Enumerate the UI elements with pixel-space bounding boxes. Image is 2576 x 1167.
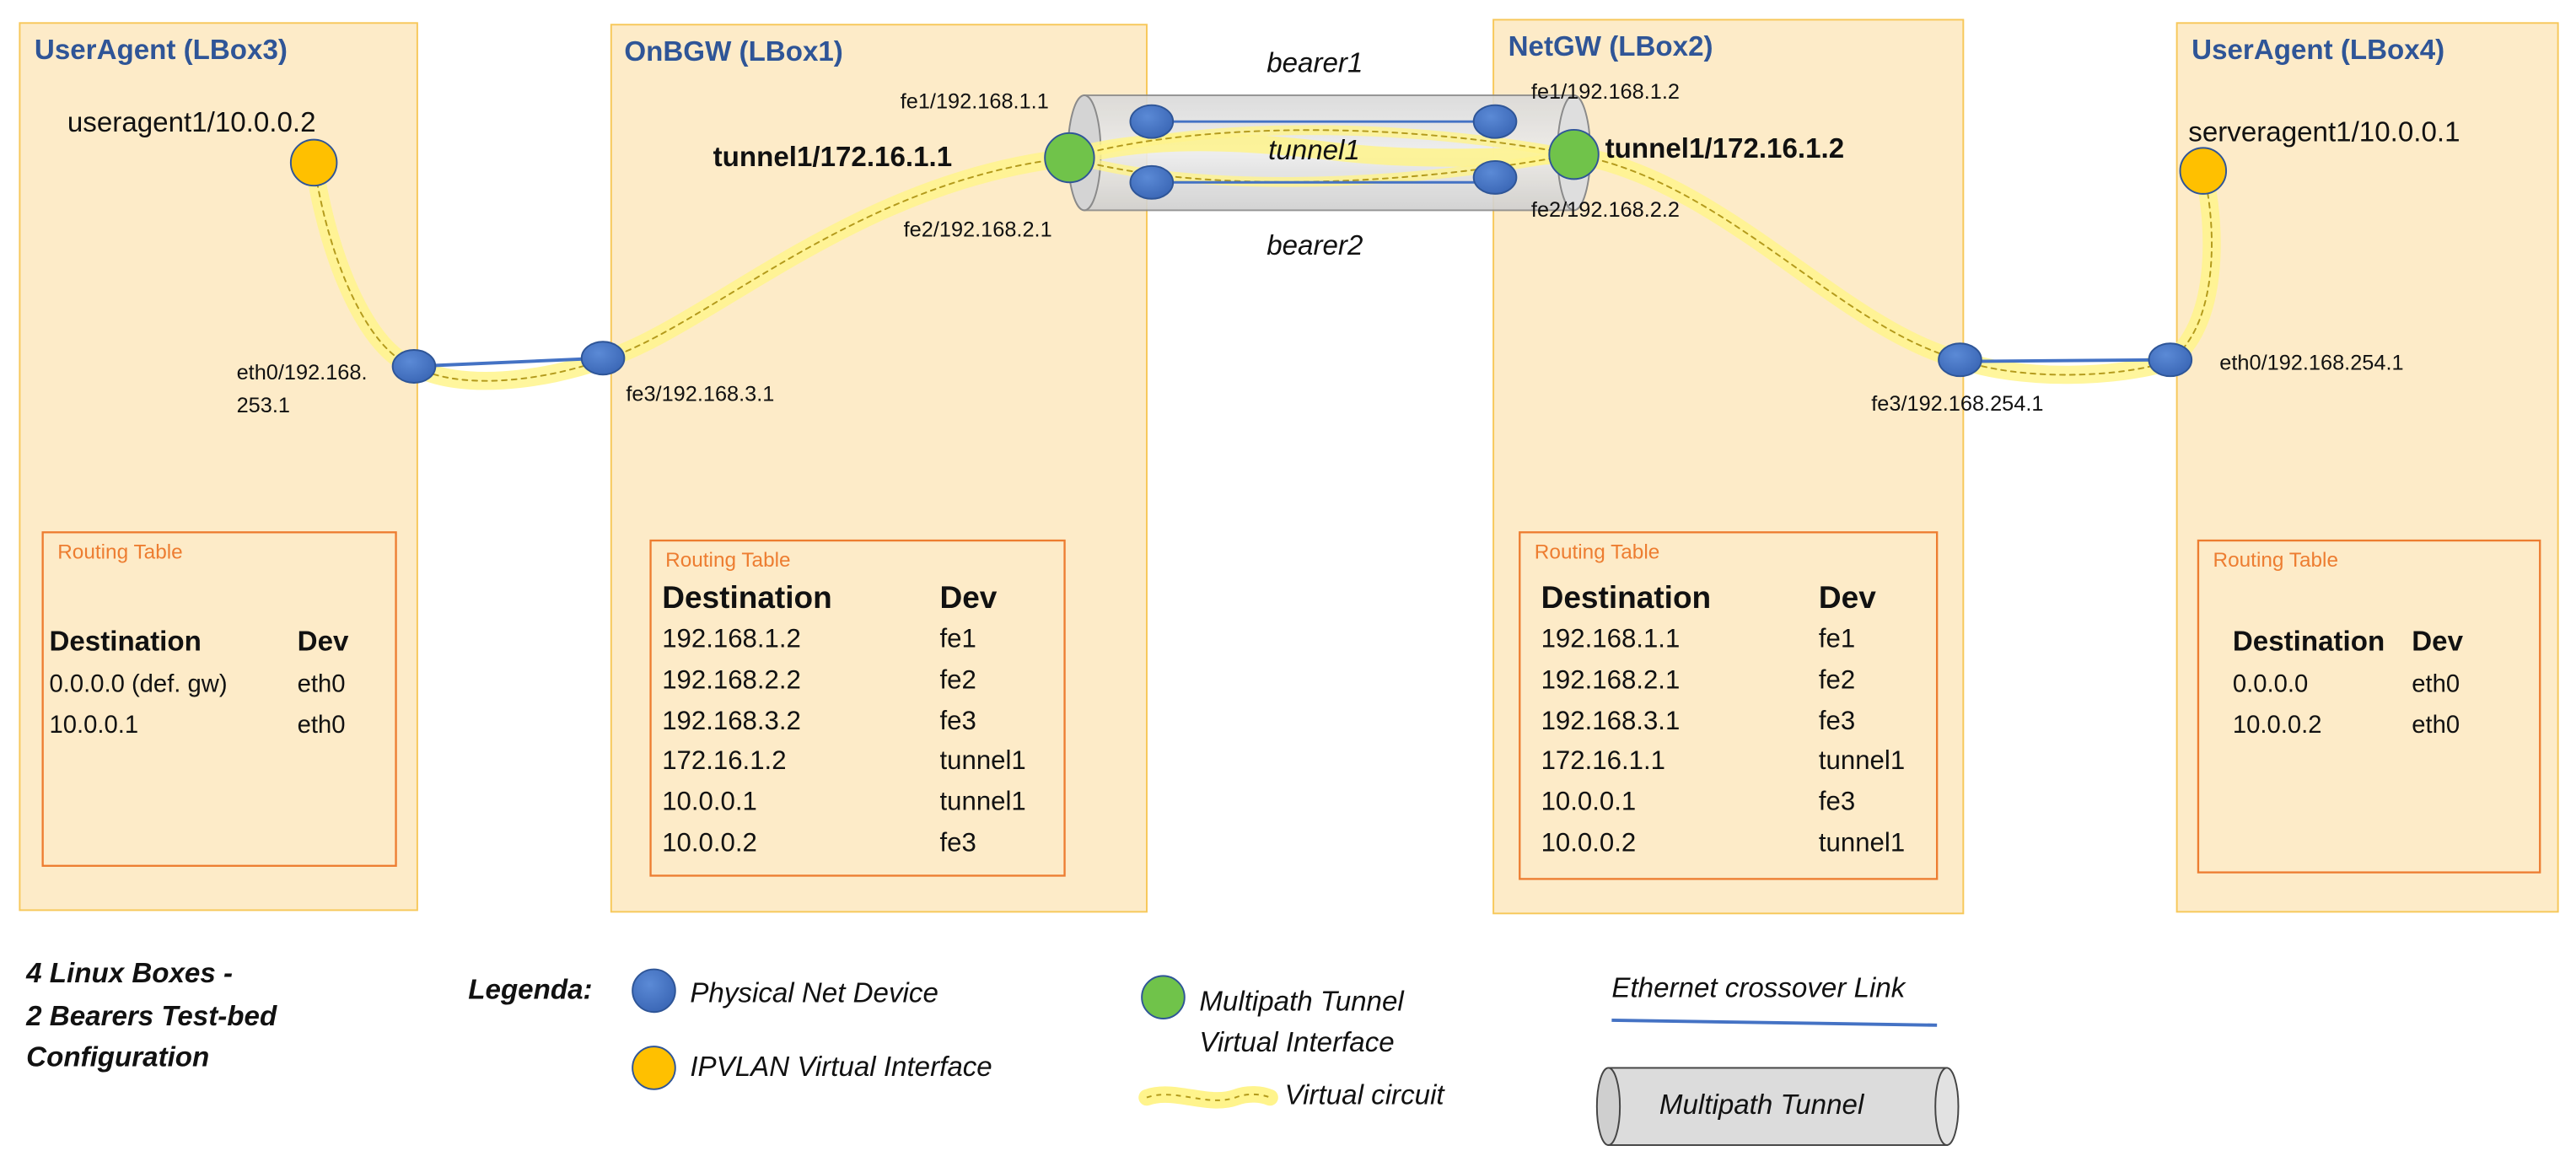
- lbox4-routing-title: Routing Table: [2213, 548, 2338, 573]
- lbox1-title: OnBGW (LBox1): [624, 35, 843, 67]
- lbox2-routing-destination: 10.0.0.2: [1541, 829, 1637, 858]
- lbox2-routing-dev: fe1: [1818, 626, 1856, 654]
- lbox1-fe3-device: [580, 341, 626, 376]
- lbox2-fe2-device: [1472, 159, 1518, 195]
- legend-ethernet-link-icon: [1611, 1019, 1938, 1027]
- tunnel1-label: tunnel1: [1268, 134, 1360, 166]
- lbox1-fe3-label: fe3/192.168.3.1: [626, 381, 775, 406]
- bearer1-label: bearer1: [1266, 47, 1363, 79]
- lbox2-routing-destination: 192.168.3.1: [1541, 707, 1681, 736]
- lbox1-routing-destination: 192.168.2.2: [662, 666, 801, 695]
- lbox4-routing-destination: 10.0.0.2: [2232, 711, 2322, 739]
- lbox3-routing-dev: eth0: [297, 670, 346, 699]
- lbox3-eth0-device: [391, 349, 437, 384]
- useragent1-interface: [289, 138, 338, 187]
- lbox1-fe1-device: [1129, 104, 1175, 139]
- legend-multipath-tunnel-icon: [1595, 1067, 1960, 1147]
- lbox1-routing-header-destination: Destination: [662, 581, 832, 616]
- lbox4-box: [2175, 22, 2559, 913]
- lbox1-routing-dev: tunnel1: [939, 748, 1026, 777]
- legend-multipath-tunnel-label: Multipath Tunnel: [1659, 1089, 1864, 1121]
- serveragent1-interface: [2179, 147, 2228, 195]
- lbox2-routing-dev: tunnel1: [1818, 748, 1906, 777]
- lbox1-fe1-label: fe1/192.168.1.1: [900, 89, 1049, 114]
- lbox3-routing-header-destination: Destination: [49, 626, 202, 658]
- testbed-caption: 4 Linux Boxes - 2 Bearers Test-bed Confi…: [26, 957, 277, 1073]
- lbox1-tunnel1-label: tunnel1/172.16.1.1: [713, 141, 953, 173]
- lbox2-fe3-label: fe3/192.168.254.1: [1871, 390, 2044, 416]
- lbox3-eth0-label: eth0/192.168. 253.1: [236, 359, 368, 417]
- lbox1-routing-destination: 172.16.1.2: [662, 748, 787, 777]
- lbox4-title: UserAgent (LBox4): [2191, 34, 2445, 66]
- lbox4-eth0-label: eth0/192.168.254.1: [2219, 350, 2404, 375]
- lbox3-routing-frame: [41, 531, 397, 867]
- lbox4-eth0-device: [2148, 342, 2193, 378]
- lbox1-routing-destination: 10.0.0.1: [662, 788, 757, 817]
- lbox2-routing-dev: tunnel1: [1818, 829, 1906, 858]
- useragent1-label: useragent1/10.0.0.2: [67, 106, 316, 138]
- lbox3-routing-dev: eth0: [297, 711, 346, 739]
- lbox1-routing-dev: tunnel1: [939, 788, 1026, 817]
- lbox2-routing-dev: fe2: [1818, 666, 1856, 695]
- lbox2-routing-header-dev: Dev: [1818, 581, 1876, 616]
- lbox3-routing-destination: 10.0.0.1: [49, 711, 139, 739]
- lbox2-routing-frame: [1519, 531, 1939, 880]
- lbox2-routing-destination: 10.0.0.1: [1541, 788, 1637, 817]
- lbox1-routing-dev: fe2: [939, 666, 976, 695]
- ethernet-link-lbox3-lbox1: [413, 356, 604, 368]
- lbox4-routing-header-destination: Destination: [2232, 626, 2385, 658]
- legend-multipath-label: Multipath Tunnel Virtual Interface: [1199, 986, 1404, 1058]
- lbox1-routing-dev: fe3: [939, 829, 976, 858]
- lbox3-box: [19, 22, 418, 912]
- lbox3-routing-destination: 0.0.0.0 (def. gw): [49, 670, 228, 699]
- legend-virtual-circuit-label: Virtual circuit: [1284, 1079, 1444, 1111]
- legend-ipvlan-label: IPVLAN Virtual Interface: [690, 1051, 992, 1083]
- lbox2-routing-dev: fe3: [1818, 707, 1856, 736]
- lbox2-routing-destination: 192.168.2.1: [1541, 666, 1681, 695]
- legend-physical-label: Physical Net Device: [690, 977, 938, 1009]
- lbox2-fe1-label: fe1/192.168.1.2: [1530, 78, 1680, 104]
- lbox4-routing-header-dev: Dev: [2412, 626, 2464, 658]
- lbox1-routing-title: Routing Table: [665, 548, 791, 573]
- legend-ethernet-link-label: Ethernet crossover Link: [1611, 972, 1906, 1004]
- lbox2-tunnel1-interface: [1548, 128, 1600, 180]
- lbox1-routing-dev: fe1: [939, 626, 976, 654]
- lbox1-routing-destination: 10.0.0.2: [662, 829, 757, 858]
- lbox4-routing-dev: eth0: [2412, 711, 2460, 739]
- lbox3-routing-header-dev: Dev: [297, 626, 349, 658]
- lbox4-routing-destination: 0.0.0.0: [2232, 670, 2309, 699]
- lbox1-fe2-device: [1129, 164, 1175, 200]
- lbox3-routing-title: Routing Table: [57, 540, 183, 564]
- serveragent1-label: serveragent1/10.0.0.1: [2188, 116, 2460, 148]
- lbox2-fe1-device: [1472, 104, 1518, 139]
- ethernet-link-lbox2-lbox4: [1960, 358, 2170, 363]
- lbox2-routing-dev: fe3: [1818, 788, 1856, 817]
- legend-title: Legenda:: [468, 974, 593, 1006]
- bearer2-label: bearer2: [1266, 229, 1363, 261]
- lbox1-tunnel1-interface: [1044, 132, 1095, 184]
- legend-virtual-circuit-icon: [1138, 1086, 1278, 1109]
- lbox4-routing-frame: [2197, 539, 2541, 874]
- lbox1-routing-frame: [649, 539, 1066, 877]
- lbox2-tunnel1-label: tunnel1/172.16.1.2: [1605, 132, 1845, 164]
- legend-physical-icon: [632, 968, 676, 1014]
- lbox1-fe2-label: fe2/192.168.2.1: [903, 217, 1052, 242]
- lbox4-routing-dev: eth0: [2412, 670, 2460, 699]
- lbox2-fe3-device: [1938, 342, 1982, 378]
- lbox2-routing-header-destination: Destination: [1541, 581, 1712, 616]
- lbox3-title: UserAgent (LBox3): [34, 34, 288, 66]
- lbox1-routing-dev: fe3: [939, 707, 976, 736]
- legend-multipath-icon: [1141, 975, 1186, 1019]
- lbox2-routing-destination: 172.16.1.1: [1541, 748, 1665, 777]
- lbox2-title: NetGW (LBox2): [1508, 31, 1713, 63]
- lbox2-routing-title: Routing Table: [1534, 540, 1660, 564]
- lbox1-routing-destination: 192.168.1.2: [662, 626, 801, 654]
- lbox1-routing-header-dev: Dev: [939, 581, 998, 616]
- lbox2-fe2-label: fe2/192.168.2.2: [1530, 196, 1680, 223]
- legend-ipvlan-icon: [632, 1046, 676, 1090]
- lbox1-routing-destination: 192.168.3.2: [662, 707, 801, 736]
- lbox2-routing-destination: 192.168.1.1: [1541, 626, 1681, 654]
